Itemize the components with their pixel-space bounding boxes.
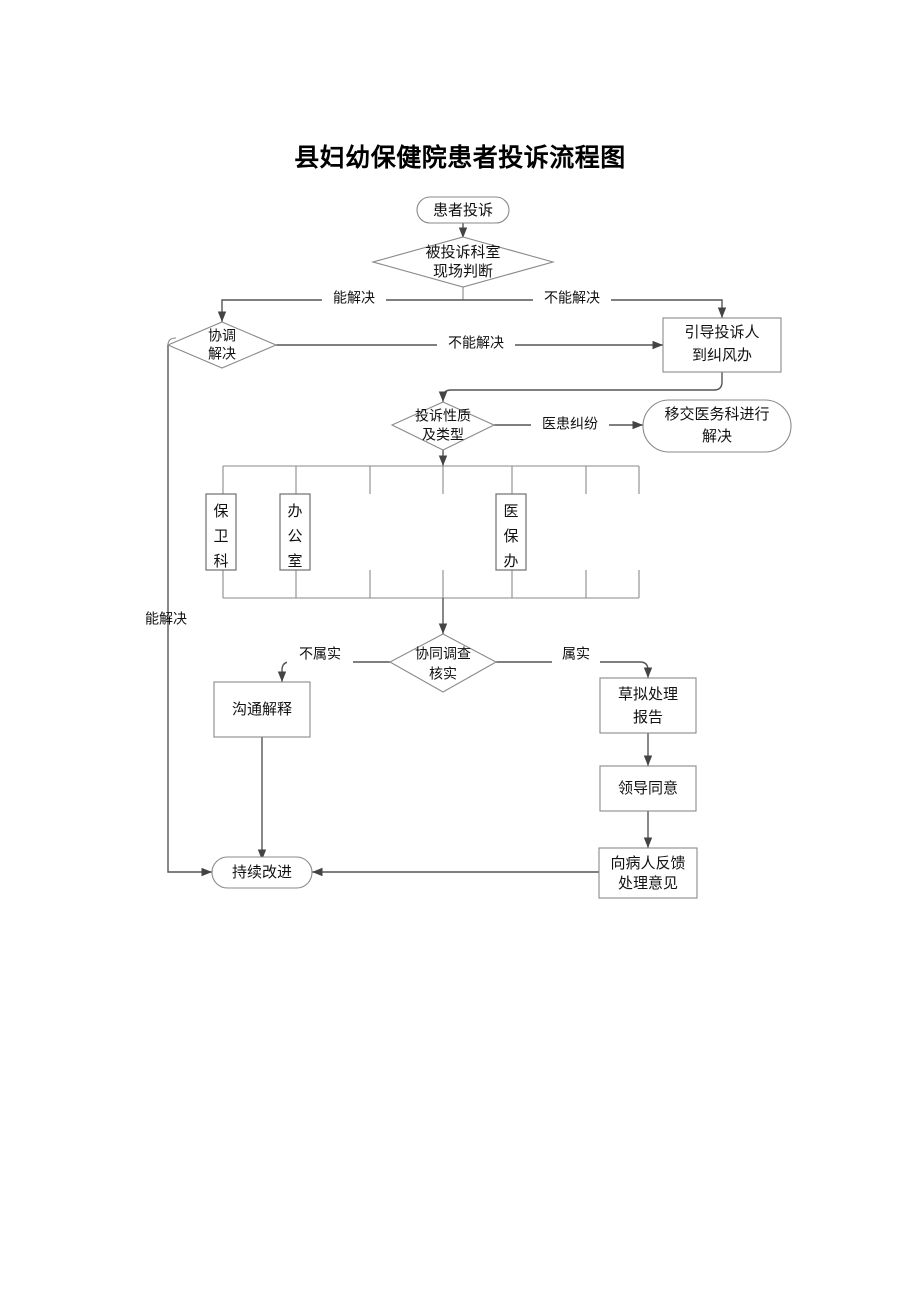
edge-label-cannot-solve-top: 不能解决 [544,290,600,306]
edge-label-cannot-solve-mid: 不能解决 [448,335,504,351]
edge-label-bg-1 [322,289,386,309]
node-dept-box-2-label-c3: 室 [287,553,302,570]
edge-coordinate-can-solve-to-improve [167,345,212,877]
node-dept-box-5-label-c3: 办 [503,553,518,570]
node-start-complaint-label: 患者投诉 [433,202,493,219]
node-transfer-to-medical-affairs[interactable] [642,399,792,453]
node-coordinate-resolve[interactable] [166,321,278,369]
node-dept-box-2[interactable] [279,493,311,571]
edge-label-dispute: 医患纠纷 [542,416,598,432]
node-dept-onsite-judgement[interactable] [370,236,556,288]
node-guide-to-discipline-office[interactable] [662,317,782,373]
node-feedback-line2: 处理意见 [618,874,678,892]
edge-label-is-true: 属实 [562,646,590,662]
node-continuous-improvement[interactable] [211,856,313,889]
node-nature-line1: 投诉性质 [415,408,471,424]
node-guide-line2: 到纠风办 [692,347,752,364]
node-leader-approval-label: 领导同意 [618,779,678,797]
node-joint-investigation[interactable] [388,633,498,693]
node-draft-line2: 报告 [633,709,663,726]
edge-guide-to-nature [438,372,723,402]
edge-coordinate-left-corner [167,337,177,346]
edge-label-can-solve-top: 能解决 [333,290,375,306]
node-leader-approval[interactable] [599,765,697,812]
node-coordinate-resolve-line2: 解决 [208,346,236,362]
node-nature-line2: 及类型 [422,427,464,443]
node-feedback-line1: 向病人反馈 [610,855,685,872]
node-dept-box-1-label-c3: 科 [213,553,228,570]
node-draft-report[interactable] [599,677,697,734]
node-feedback-to-patient[interactable] [598,847,698,899]
node-continuous-improvement-label: 持续改进 [232,864,292,881]
node-complaint-nature-type[interactable] [390,401,496,451]
node-communicate-explain[interactable] [213,681,311,738]
node-dept-box-2-label-c2: 公 [287,528,302,545]
node-communicate-explain-label: 沟通解释 [232,701,292,718]
edge-investigate-is-true [496,661,653,678]
edge-label-bg-5 [287,645,353,665]
edge-label-bg-2 [533,289,611,309]
node-dept-box-2-label-c1: 办 [287,503,302,520]
node-dept-box-5[interactable] [495,493,527,571]
node-dept-box-1[interactable] [205,493,237,571]
node-dept-box-5-label-c1: 医 [503,503,518,520]
node-transfer-line2: 解决 [702,428,732,445]
node-start-complaint[interactable] [416,196,510,224]
edge-label-can-solve-left: 能解决 [145,611,187,627]
node-dept-box-1-label-c1: 保 [213,503,228,520]
edge-label-bg-4 [531,415,609,435]
node-investigate-line1: 协同调查 [415,646,471,662]
edge-label-bg-3 [437,334,515,354]
node-dept-box-1-label-c2: 卫 [213,528,228,545]
node-coordinate-resolve-line1: 协调 [208,328,236,344]
node-draft-line1: 草拟处理 [618,686,678,703]
page-title: 县妇幼保健院患者投诉流程图 [294,144,626,172]
node-guide-line1: 引导投诉人 [684,324,759,341]
node-dept-box-5-label-c2: 保 [503,528,518,545]
edge-label-bg-6 [552,645,600,665]
edge-label-not-true: 不属实 [299,646,341,662]
node-dept-onsite-judgement-line2: 现场判断 [433,263,493,280]
node-transfer-line1: 移交医务科进行 [664,405,769,423]
node-dept-onsite-judgement-line1: 被投诉科室 [425,244,500,261]
node-investigate-line2: 核实 [429,666,457,682]
